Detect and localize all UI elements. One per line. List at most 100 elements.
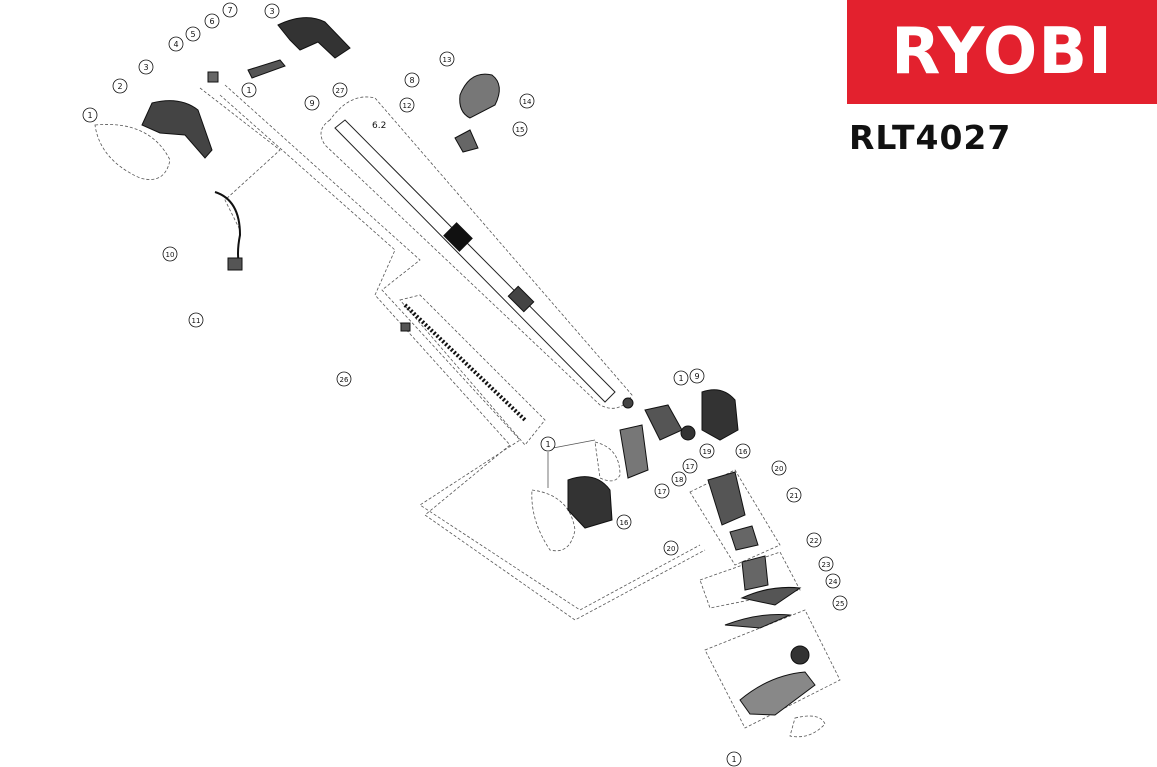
- callout-number: 18: [675, 476, 684, 484]
- switch-lever: [247, 59, 286, 79]
- callout-32: 23: [818, 556, 834, 572]
- spring-assembly: [741, 555, 769, 591]
- callout-circle: [726, 751, 742, 767]
- tube-coupler: [443, 222, 473, 252]
- rear-handle-right: [277, 17, 351, 59]
- motor: [707, 471, 746, 526]
- part-shapes: [141, 17, 816, 716]
- callout-circle: [682, 458, 698, 474]
- callout-22: 16: [735, 443, 751, 459]
- callout-circle: [264, 3, 280, 19]
- callout-number: 9: [309, 99, 314, 108]
- callout-0: 1: [82, 107, 98, 123]
- switch-part: [207, 71, 219, 83]
- callout-circle: [399, 97, 415, 113]
- brand-wordmark: RYOBI: [891, 15, 1113, 89]
- callout-circle: [818, 556, 834, 572]
- callout-circle: [771, 460, 787, 476]
- callout-number: 17: [686, 463, 695, 471]
- bearing-housing: [619, 424, 649, 479]
- callout-15: 15: [512, 121, 528, 137]
- callout-30: 20: [663, 540, 679, 556]
- callout-circle: [188, 312, 204, 328]
- callout-number: 1: [87, 111, 92, 120]
- callout-circle: [519, 93, 535, 109]
- callout-number: 6: [209, 17, 214, 26]
- callout-33: 24: [825, 573, 841, 589]
- callout-20: 9: [689, 368, 705, 384]
- callout-16: 10: [162, 246, 178, 262]
- callout-circle: [540, 436, 556, 452]
- callout-6: 7: [222, 2, 238, 18]
- callout-number: 9: [694, 372, 699, 381]
- callout-1: 2: [112, 78, 128, 94]
- callout-25: 17: [654, 483, 670, 499]
- callout-23: 17: [682, 458, 698, 474]
- upper-tube: [334, 119, 616, 403]
- callout-number: 17: [658, 488, 667, 496]
- callout-number: 16: [739, 448, 748, 456]
- callout-26: 1: [540, 436, 556, 452]
- motor-housing-left: [567, 476, 613, 529]
- callout-number: 21: [790, 492, 799, 500]
- callout-number: 1: [545, 440, 550, 449]
- power-cable: [214, 191, 242, 269]
- callout-circle: [112, 78, 128, 94]
- callout-9: 9: [304, 95, 320, 111]
- callout-number: 14: [523, 98, 532, 106]
- callout-35: 1: [726, 751, 742, 767]
- callout-number: 1: [246, 86, 251, 95]
- tube-length-label: 6.2: [372, 121, 386, 131]
- callout-circle: [654, 483, 670, 499]
- callout-34: 25: [832, 595, 848, 611]
- callout-13: 13: [439, 51, 455, 67]
- callout-24: 18: [671, 471, 687, 487]
- callout-number: 7: [227, 6, 232, 15]
- callout-circle: [512, 121, 528, 137]
- callout-number: 15: [516, 126, 525, 134]
- callout-circle: [336, 371, 352, 387]
- callout-circle: [332, 82, 348, 98]
- callout-3: 4: [168, 36, 184, 52]
- callout-circle: [439, 51, 455, 67]
- callout-circle: [404, 72, 420, 88]
- callout-circle: [241, 82, 257, 98]
- front-handle: [459, 73, 500, 119]
- callout-circle: [825, 573, 841, 589]
- callout-number: 27: [336, 87, 345, 95]
- callout-number: 3: [143, 63, 148, 72]
- callout-circle: [82, 107, 98, 123]
- callout-number: 24: [829, 578, 838, 586]
- callout-circle: [786, 487, 802, 503]
- motor-housing-right: [701, 389, 739, 441]
- callout-number: 22: [810, 537, 819, 545]
- callout-circle: [616, 514, 632, 530]
- callout-2: 3: [138, 59, 154, 75]
- callout-14: 14: [519, 93, 535, 109]
- gear-assembly: [644, 404, 683, 441]
- callout-number: 3: [269, 7, 274, 16]
- callout-circle: [806, 532, 822, 548]
- callout-4: 5: [185, 26, 201, 42]
- callout-7: 3: [264, 3, 280, 19]
- callout-number: 2: [117, 82, 122, 91]
- callout-8: 1: [241, 82, 257, 98]
- callout-31: 22: [806, 532, 822, 548]
- callout-27: 16: [616, 514, 632, 530]
- callout-circle: [671, 471, 687, 487]
- callout-number: 1: [731, 755, 736, 764]
- callout-18: 26: [336, 371, 352, 387]
- callout-number: 13: [443, 56, 452, 64]
- callout-circle: [185, 26, 201, 42]
- shaft-clip: [400, 322, 411, 332]
- callout-circle: [168, 36, 184, 52]
- flex-shaft: [403, 303, 527, 422]
- washer: [622, 397, 634, 409]
- assembly-outline-lines: [94, 84, 841, 738]
- callout-circle: [673, 370, 689, 386]
- plug: [227, 257, 243, 271]
- callout-circle: [735, 443, 751, 459]
